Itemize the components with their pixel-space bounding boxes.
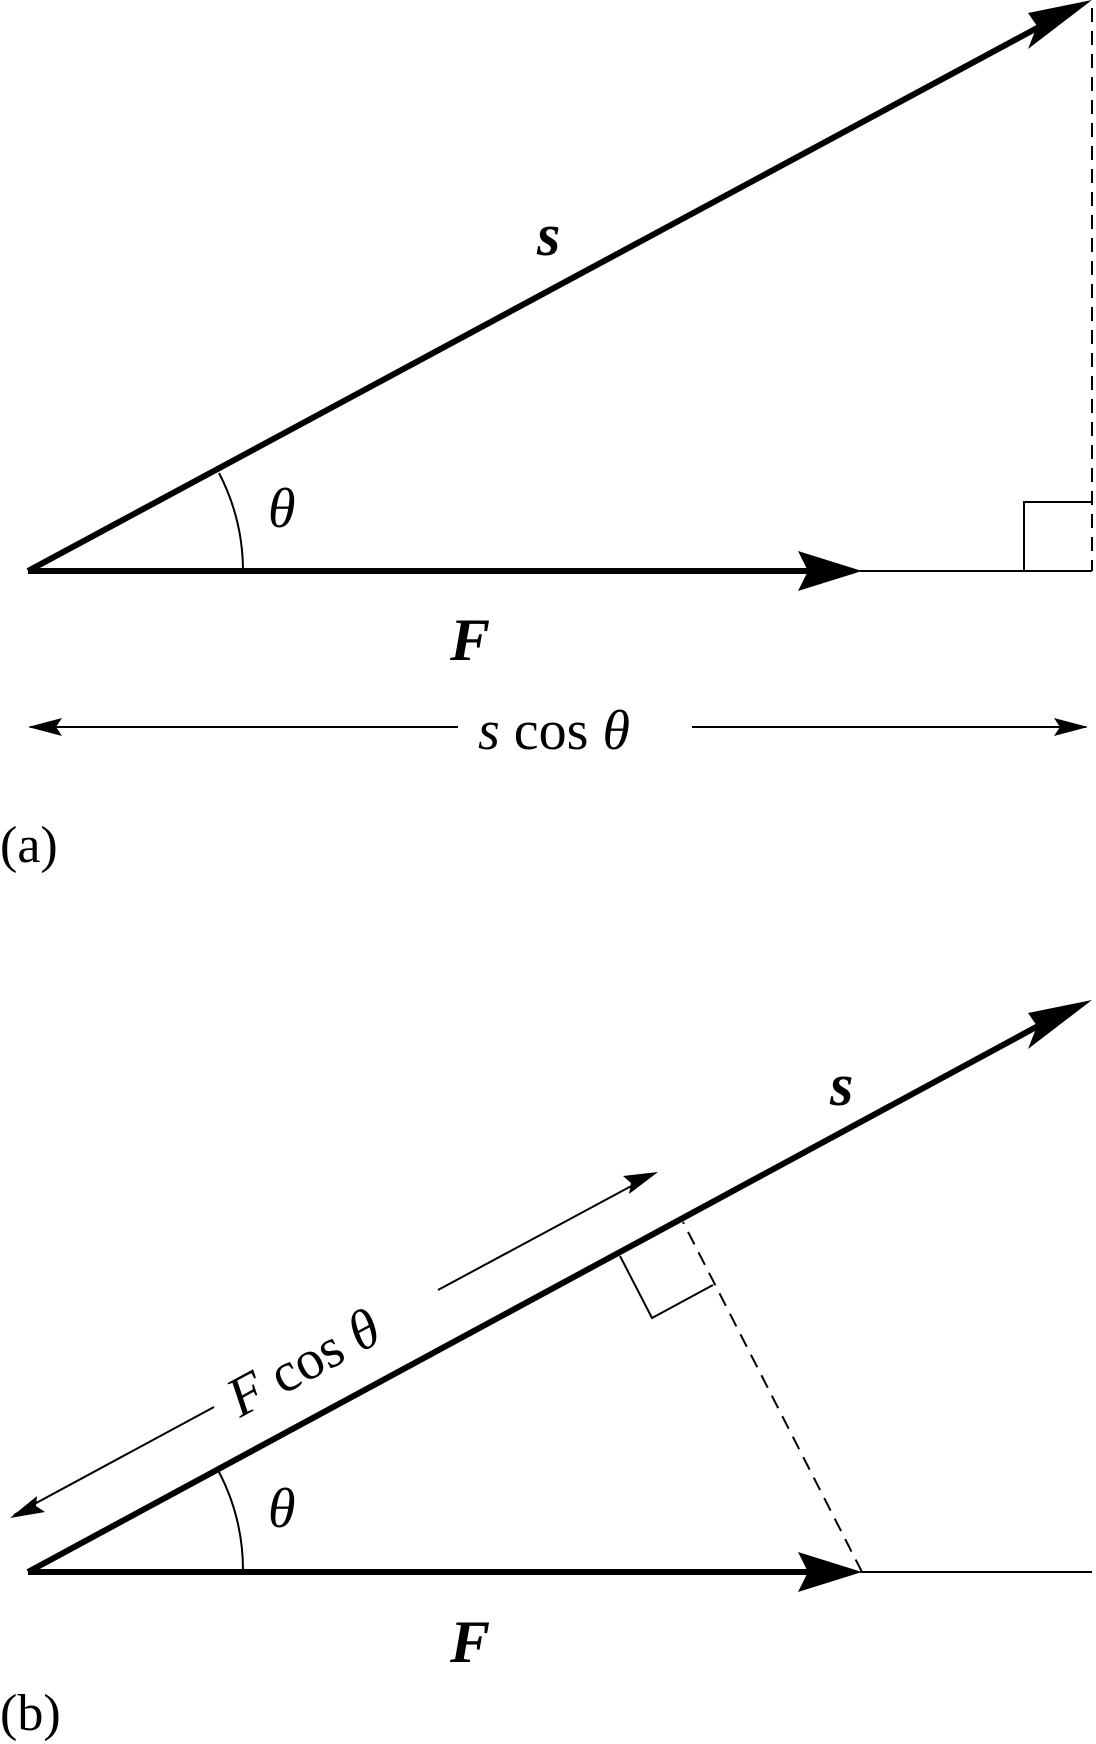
measure-arrow-upper-b [623,1172,658,1194]
vector-s-label-b: s [829,1052,853,1118]
measure-label-b: F cos θ [216,1297,391,1430]
measure-label-a: s cos θ [478,700,630,762]
vector-f-label-b: F [449,1609,490,1675]
angle-label-a: θ [268,478,296,540]
vector-f-a-arrowhead [798,551,862,591]
measure-line-lower-b [13,1406,215,1516]
vector-f-b-arrowhead [798,1552,862,1592]
vector-s-label-a: s [536,202,560,268]
measure-line-upper-b [437,1175,651,1291]
vector-s-a-arrowhead [1028,0,1092,49]
panel-b: θ s F F cos θ (b) [0,1000,1092,1742]
measure-arrow-right-a [1054,718,1088,736]
part-label-b: (b) [0,1685,61,1742]
angle-arc-a [218,472,244,572]
angle-label-b: θ [268,1478,296,1540]
dashed-projection-b [682,1221,863,1573]
measure-arrow-left-a [28,718,62,736]
vector-s-b-arrowhead [1028,1000,1092,1049]
vector-f-label-a: F [449,607,490,673]
vector-s-b [26,1022,1042,1575]
right-angle-marker-b [619,1255,714,1320]
angle-arc-b [218,1471,245,1573]
panel-a: θ s F s cos θ (a) [0,0,1093,874]
measure-arrow-lower-b [10,1496,45,1518]
vector-s-a [26,17,1054,574]
right-angle-marker-a [1023,501,1092,571]
part-label-a: (a) [0,817,58,874]
